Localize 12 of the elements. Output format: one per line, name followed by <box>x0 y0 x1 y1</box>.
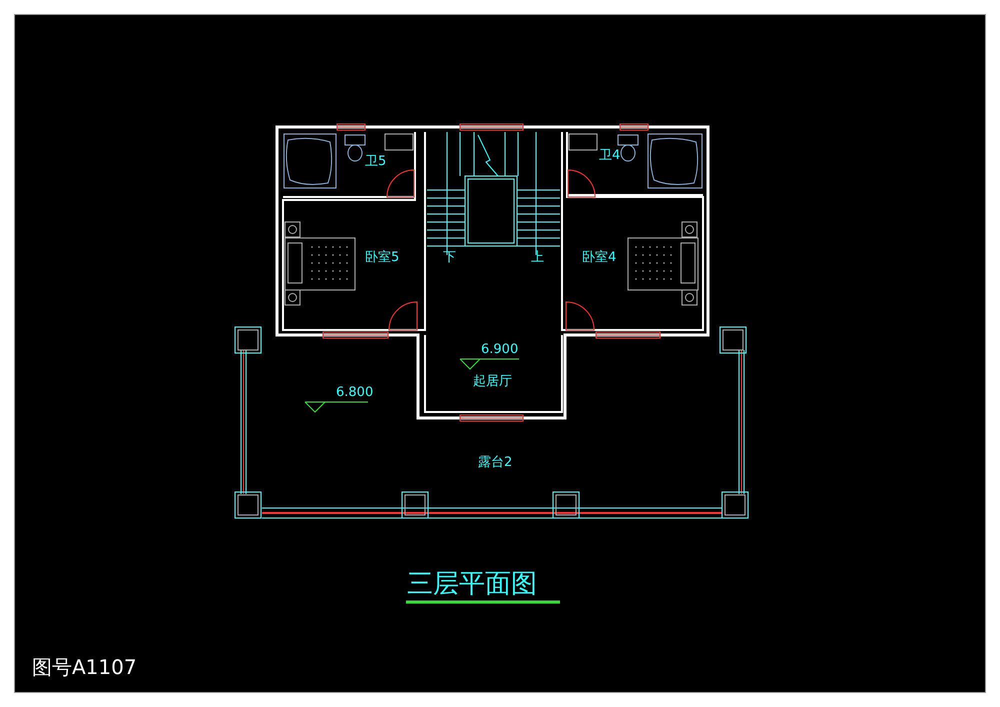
stair-label: 下 <box>443 250 456 265</box>
room-label: 卧室4 <box>582 250 616 265</box>
room-label: 起居厅 <box>473 374 512 389</box>
room-label: 卫5 <box>365 154 386 169</box>
elevation-value: 6.900 <box>481 342 518 357</box>
drawing-number: 图号A1107 <box>32 654 137 681</box>
room-label: 卫4 <box>599 148 620 163</box>
room-label: 卧室5 <box>365 250 400 265</box>
drawing-title: 三层平面图 <box>407 568 537 601</box>
room-label: 露台2 <box>478 455 512 470</box>
elevation-value: 6.800 <box>336 385 374 400</box>
stair-label: 上 <box>531 250 544 265</box>
